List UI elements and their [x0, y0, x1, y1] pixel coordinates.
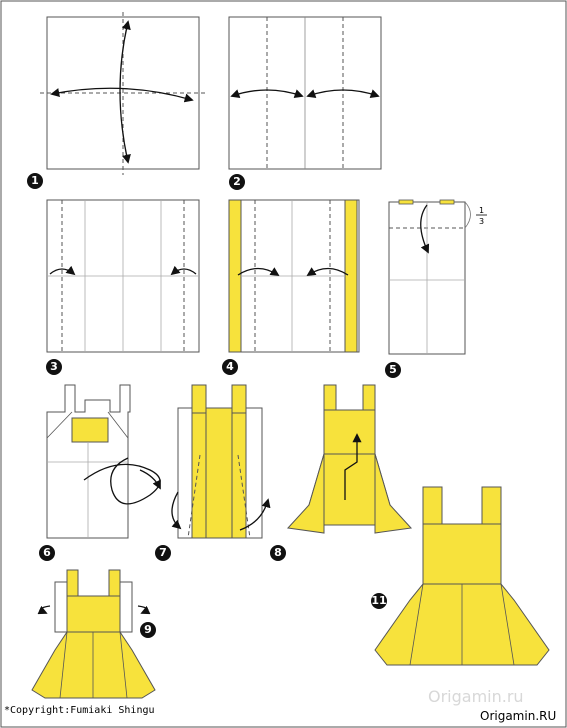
- step-6-shape: [46, 384, 161, 539]
- step-number-8: 8: [270, 545, 286, 561]
- fraction-denominator: 3: [479, 217, 484, 226]
- step-number-5: 5: [385, 362, 401, 378]
- step-7-shape: [171, 384, 271, 539]
- step-number-3: 3: [46, 359, 62, 375]
- step-number-6: 6: [39, 545, 55, 561]
- step-number-11: 11: [371, 593, 387, 609]
- copyright-text: *Copyright:Fumiaki Shingu: [4, 705, 155, 716]
- step-8-dress: [286, 384, 413, 534]
- site-link[interactable]: Origamin.RU: [480, 709, 557, 723]
- step-11-final-dress: [374, 486, 550, 666]
- step-number-9: 9: [140, 622, 156, 638]
- watermark-text: Origamin.ru: [428, 687, 524, 706]
- step-1-square: [40, 12, 205, 175]
- step-4-square: [228, 199, 360, 353]
- step-5-rectangle: [388, 199, 471, 355]
- fraction-numerator: 1: [479, 206, 484, 215]
- step-number-1: 1: [27, 173, 43, 189]
- step-2-square: [228, 16, 382, 170]
- step-3-square: [46, 199, 200, 353]
- step-number-7: 7: [155, 545, 171, 561]
- step-9-dress: [31, 569, 156, 699]
- step-number-2: 2: [229, 174, 245, 190]
- step-number-4: 4: [222, 359, 238, 375]
